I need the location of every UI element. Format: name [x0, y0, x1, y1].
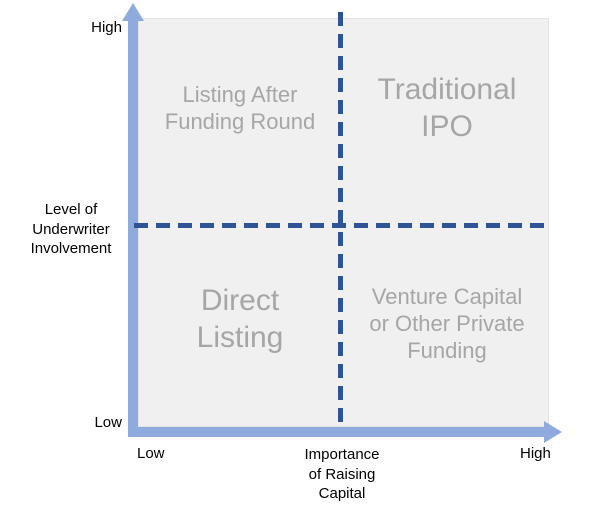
quadrant-label-bottom-left: Direct Listing [196, 284, 284, 354]
quadrant-label-top-left: Listing After Funding Round [164, 82, 316, 134]
x-axis-tick-low: Low [137, 445, 165, 462]
y-axis-arrow-head-icon [122, 3, 144, 21]
x-axis-arrow-shaft [128, 427, 544, 437]
x-axis-title: Importance of Raising Capital [304, 446, 380, 502]
plot-area [138, 18, 549, 427]
vertical-divider-dashed-line [338, 12, 343, 429]
y-axis-title: Level of Underwriter Involvement [30, 201, 112, 257]
y-axis-tick-high: High [91, 19, 122, 36]
x-axis-arrow-head-icon [544, 421, 562, 443]
y-axis-arrow-shaft [128, 20, 138, 432]
quadrant-label-top-right: Traditional IPO [377, 73, 517, 143]
quadrant-label-bottom-right: Venture Capital or Other Private Funding [369, 284, 525, 363]
y-axis-tick-low: Low [94, 414, 122, 431]
x-axis-tick-high: High [520, 445, 551, 462]
